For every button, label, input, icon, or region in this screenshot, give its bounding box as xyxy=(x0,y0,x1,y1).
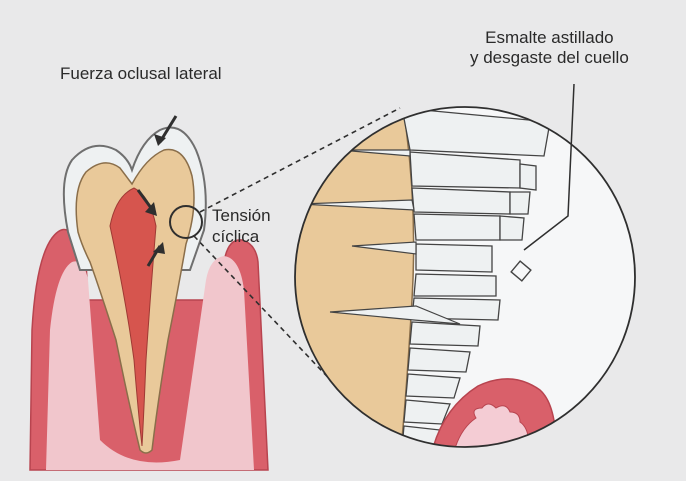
label-cyclic-stress: Tensión cíclica xyxy=(212,205,271,247)
label-cyclic-stress-line1: Tensión xyxy=(212,205,271,226)
label-chipped-enamel: Esmalte astillado y desgaste del cuello xyxy=(470,28,629,68)
label-lateral-force: Fuerza oclusal lateral xyxy=(60,64,222,84)
label-cyclic-stress-line2: cíclica xyxy=(212,226,271,247)
label-chipped-enamel-line2: y desgaste del cuello xyxy=(470,48,629,68)
label-chipped-enamel-line1: Esmalte astillado xyxy=(470,28,629,48)
tooth-illustration xyxy=(30,116,268,470)
magnified-view xyxy=(280,84,635,460)
